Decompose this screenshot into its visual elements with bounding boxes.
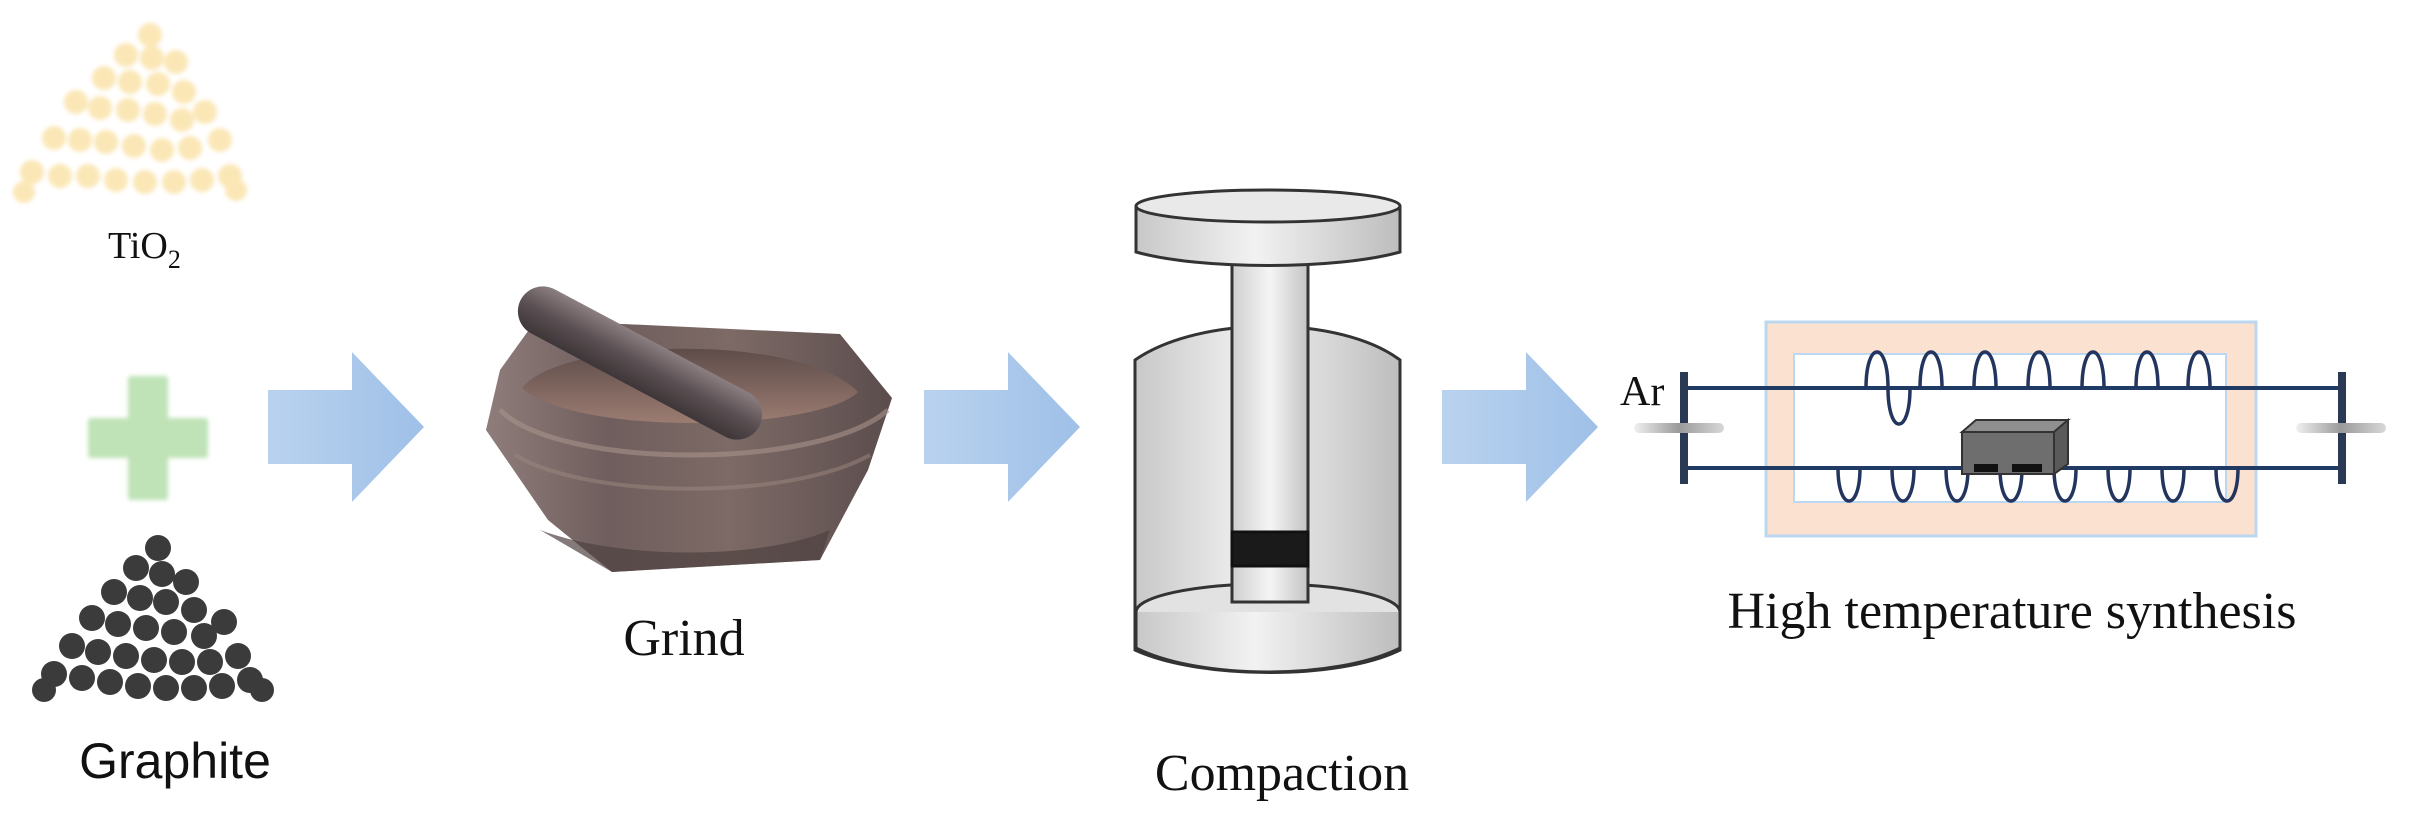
arrow-right-icon — [268, 352, 424, 502]
compaction-label: Compaction — [1155, 745, 1409, 802]
tio2-label-main: TiO — [108, 225, 168, 267]
graphite-label: Graphite — [79, 733, 271, 789]
grind-label: Grind — [623, 610, 744, 667]
sample-crucible-icon — [1959, 417, 2071, 476]
plus-icon — [88, 376, 208, 500]
tube-furnace-icon — [1634, 320, 2386, 538]
tio2-label: TiO2 — [108, 225, 181, 274]
argon-label: Ar — [1620, 369, 1664, 415]
arrow-right-icon — [924, 352, 1080, 502]
synthesis-label: High temperature synthesis — [1728, 583, 2297, 640]
tio2-label-subscript: 2 — [168, 245, 181, 274]
mortar-pestle-icon — [486, 286, 892, 572]
arrow-right-icon — [1442, 352, 1598, 502]
press-die-icon — [1133, 188, 1402, 674]
graphite-powder-icon — [32, 535, 274, 702]
tio2-powder-icon — [13, 23, 247, 203]
